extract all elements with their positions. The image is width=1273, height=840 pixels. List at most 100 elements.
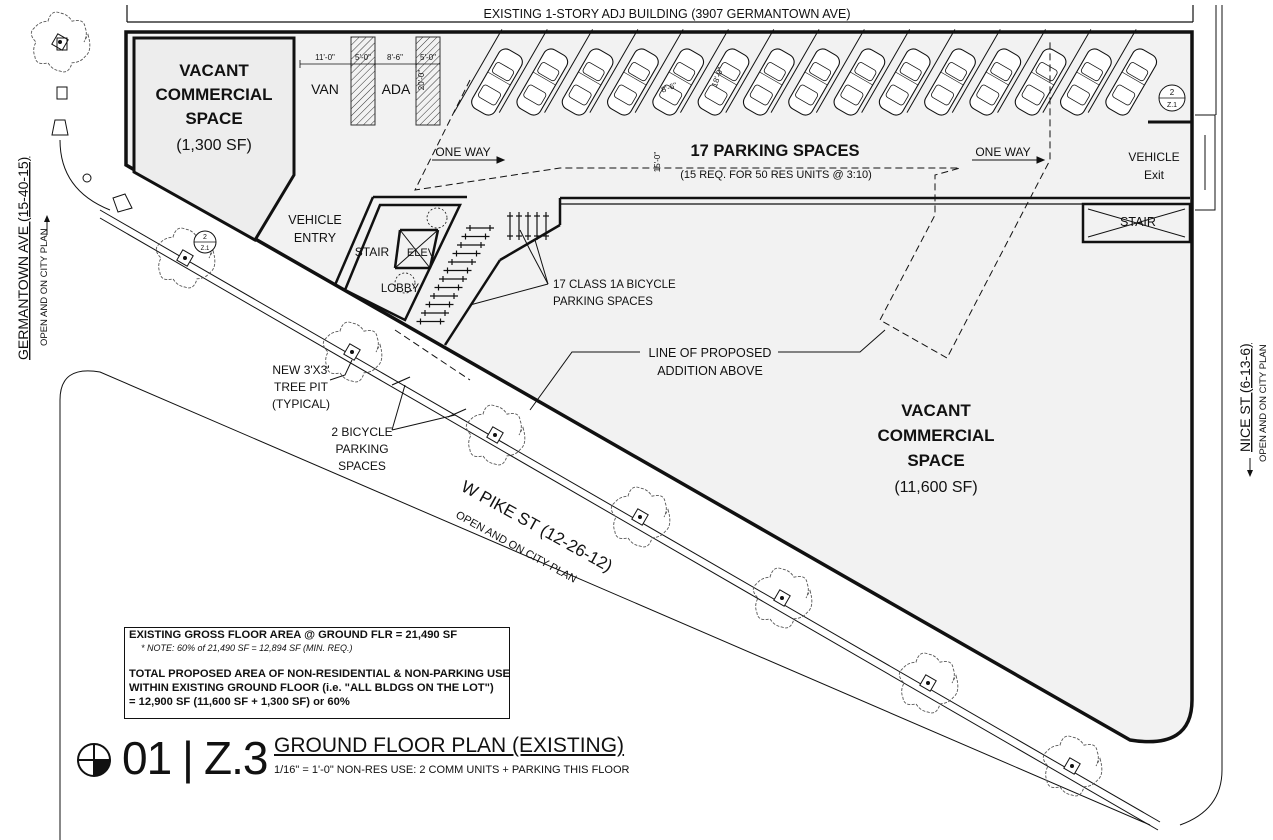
car-icon	[878, 48, 931, 116]
bike2-label-3: SPACES	[338, 459, 386, 473]
stair-right-block	[1081, 202, 1192, 244]
bicycle-icon	[448, 259, 476, 265]
core-block	[343, 203, 462, 322]
elevator-label: ELEV	[407, 247, 436, 259]
large-space-label-3: SPACE	[907, 451, 964, 470]
proposed-addition-label-1: LINE OF PROPOSED	[649, 346, 772, 360]
bicycle-icon	[516, 212, 522, 240]
parking-stall	[906, 29, 976, 116]
ada-stall-label: ADA	[382, 81, 411, 97]
car-icon	[561, 48, 614, 116]
car-icon	[788, 48, 840, 116]
car-icon	[697, 48, 750, 116]
parking-stall	[815, 29, 886, 116]
bike2-label-2: PARKING	[335, 442, 388, 456]
tree-icon	[465, 404, 526, 466]
dim-8-6-a: 8'-6"	[387, 53, 403, 62]
drawing-title-block: 01 | Z.3 GROUND FLOOR PLAN (EXISTING) 1/…	[74, 730, 674, 790]
tree-icon	[322, 321, 383, 383]
dim-15ft: 15'-0"	[653, 152, 662, 173]
gross-floor-area-footnote: * NOTE: 60% of 21,490 SF = 12,894 SF (MI…	[141, 643, 353, 653]
bicycle-icon	[461, 233, 490, 240]
detail-ref2-number: 2	[203, 234, 207, 241]
bicycle-icon	[452, 250, 481, 257]
street-status-germantown: OPEN AND ON CITY PLAN	[39, 228, 50, 346]
building-footprint	[124, 30, 1194, 744]
bicycle-icon	[543, 212, 549, 240]
parking-requirement-note: (15 REQ. FOR 50 RES UNITS @ 3:10)	[680, 169, 872, 181]
proposed-area-note: TOTAL PROPOSED AREA OF NON-RESIDENTIAL &…	[124, 664, 510, 719]
car-icon	[471, 48, 523, 116]
tree-pit-label-2: TREE PIT	[274, 380, 329, 394]
car-icon	[607, 48, 659, 116]
street-status-nice: OPEN AND ON CITY PLAN	[1258, 344, 1269, 462]
detail-ref-number: 2	[1170, 88, 1175, 97]
vehicle-entry-label-2: ENTRY	[294, 231, 337, 245]
proposed-area-line-1: TOTAL PROPOSED AREA OF NON-RESIDENTIAL &…	[129, 668, 511, 680]
bicycle-icon	[421, 310, 449, 316]
sidewalk-bicycle-icon	[391, 376, 467, 418]
parking-stall	[725, 29, 795, 116]
ada-stalls	[299, 36, 441, 126]
bicycle-icon	[443, 267, 472, 274]
proposed-area-line-3: = 12,900 SF (11,600 SF + 1,300 SF) or 60…	[129, 696, 350, 708]
parking-stall	[997, 29, 1067, 116]
leader-lines	[329, 229, 886, 431]
sheet-number: Z.3	[204, 732, 268, 784]
car-icon	[833, 48, 886, 116]
small-space-label-2: COMMERCIAL	[155, 85, 272, 104]
gross-floor-area-note: EXISTING GROSS FLOOR AREA @ GROUND FLR =…	[124, 627, 510, 666]
adjacent-building-label: EXISTING 1-STORY ADJ BUILDING (3907 GERM…	[484, 7, 851, 21]
small-commercial-outline	[132, 36, 296, 243]
drawing-number: 01	[122, 732, 172, 784]
car-icon	[652, 48, 705, 116]
bicycle-icon	[525, 212, 531, 240]
small-space-area: (1,300 SF)	[176, 137, 252, 154]
bicycle-icon	[507, 212, 513, 240]
dim-5ft-b: 5'-0"	[420, 53, 436, 62]
street-trees	[30, 11, 1103, 797]
car-icon	[1014, 48, 1067, 116]
car-icon	[969, 48, 1022, 116]
large-space-label-1: VACANT	[901, 401, 971, 420]
drawing-title: GROUND FLOOR PLAN (EXISTING)	[274, 734, 625, 757]
bicycle-icon	[430, 293, 458, 299]
property-lines	[59, 5, 1223, 840]
parking-stall	[589, 29, 659, 116]
detail-ref2-sheet: Z.1	[201, 246, 210, 252]
proposed-addition-label-2: ADDITION ABOVE	[657, 364, 763, 378]
car-icon	[516, 48, 569, 116]
detail-ref-sheet: Z.1	[1167, 102, 1177, 109]
small-space-label-3: SPACE	[185, 109, 242, 128]
detail-ref-right: 2 Z.1	[1148, 84, 1192, 124]
car-icon	[742, 48, 795, 116]
adjacent-building	[126, 5, 1194, 23]
drawing-scale-note: 1/16" = 1'-0" NON-RES USE: 2 COMM UNITS …	[274, 764, 630, 776]
parking-stall	[544, 29, 614, 116]
site-marks	[51, 37, 1216, 213]
stair-left-label: STAIR	[355, 245, 390, 259]
parking-stall	[634, 29, 705, 116]
car-icon	[1105, 48, 1158, 116]
bicycle-icon	[534, 212, 540, 240]
bicycle-icon	[425, 301, 454, 308]
bicycle-icon	[457, 242, 485, 248]
one-way-left-label: ONE WAY	[435, 145, 490, 159]
tree-icon	[1042, 735, 1103, 797]
bicycle-parking-label-2: PARKING SPACES	[553, 296, 653, 308]
tree-icon	[752, 567, 813, 629]
north-arrow-icon	[77, 743, 111, 777]
street-name-germantown: GERMANTOWN AVE (15-40-15)	[15, 157, 31, 360]
bike2-label-1: 2 BICYCLE	[331, 425, 392, 439]
gross-floor-area-line: EXISTING GROSS FLOOR AREA @ GROUND FLR =…	[129, 629, 458, 641]
parking-stall	[951, 29, 1022, 116]
dim-20ft: 20'-0"	[417, 70, 426, 91]
tree-pit-label-1: NEW 3'X3'	[272, 363, 329, 377]
small-space-label-1: VACANT	[179, 61, 249, 80]
bicycle-racks	[391, 212, 549, 418]
proposed-addition-line	[414, 40, 1051, 359]
parking-stall	[680, 29, 750, 116]
bicycle-icon	[434, 284, 463, 291]
bicycle-icon	[439, 276, 467, 282]
